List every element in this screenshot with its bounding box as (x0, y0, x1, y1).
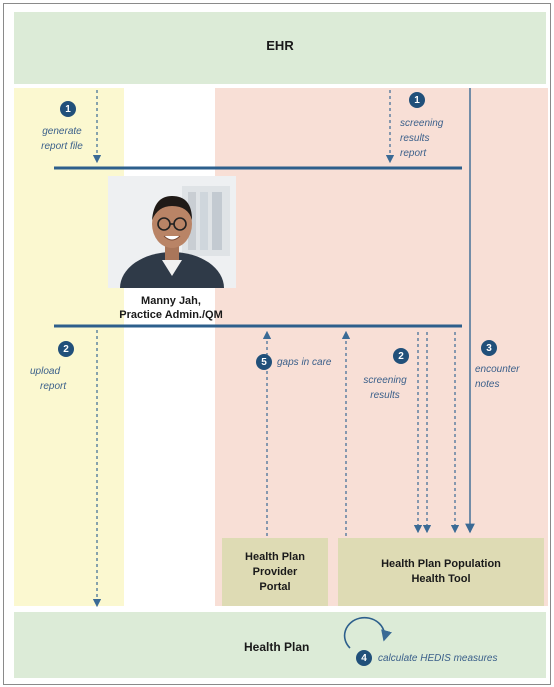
step-2-badge: 2 (58, 341, 74, 357)
generate-line-1: generate (42, 126, 82, 137)
screening-results-label: screening results (352, 373, 418, 403)
screening-report-line-2: results (400, 133, 430, 144)
population-tool-box: Health Plan Population Health Tool (338, 538, 544, 606)
pop-tool-line-2: Health Tool (411, 573, 471, 585)
person-caption: Manny Jah, Practice Admin./QM (96, 294, 246, 322)
health-plan-band (14, 612, 546, 678)
hedis-label: calculate HEDIS measures (378, 653, 498, 664)
encounter-label: encounter notes (475, 362, 545, 392)
portal-line-2: Provider (252, 565, 298, 578)
screening-report-line-3: report (400, 148, 427, 159)
step-4-badge: 4 (356, 650, 372, 666)
upload-line-2: report (40, 381, 67, 392)
step-5-badge: 5 (256, 354, 272, 370)
generate-label: generate report file (20, 124, 104, 154)
avatar (108, 176, 236, 288)
person-photo (108, 176, 236, 288)
generate-line-2: report file (41, 141, 83, 152)
portal-line-3: Portal (259, 580, 291, 593)
screening-results-line-2: results (370, 390, 400, 401)
gaps-label: gaps in care (277, 357, 332, 368)
screening-report-label: screening results report (400, 116, 470, 161)
portal-line-1: Health Plan (245, 550, 305, 563)
step-2b-badge: 2 (393, 348, 409, 364)
screening-report-line-1: screening (400, 118, 444, 129)
encounter-line-1: encounter (475, 364, 520, 375)
encounter-line-2: notes (475, 379, 500, 390)
health-plan-title: Health Plan (244, 640, 310, 654)
ehr-band (14, 12, 546, 84)
upload-line-1: upload (30, 366, 61, 377)
person-name: Manny Jah, (141, 295, 201, 307)
provider-portal-box: Health Plan Provider Portal (222, 538, 328, 606)
upload-label: upload report (30, 364, 100, 394)
step-1-badge: 1 (60, 101, 76, 117)
pop-tool-line-1: Health Plan Population (381, 558, 501, 570)
step-3-badge: 3 (481, 340, 497, 356)
hedis-loop (343, 616, 392, 649)
screening-results-line-1: screening (363, 375, 407, 386)
step-1b-badge: 1 (409, 92, 425, 108)
ehr-title: EHR (266, 38, 294, 53)
person-role: Practice Admin./QM (119, 309, 223, 321)
